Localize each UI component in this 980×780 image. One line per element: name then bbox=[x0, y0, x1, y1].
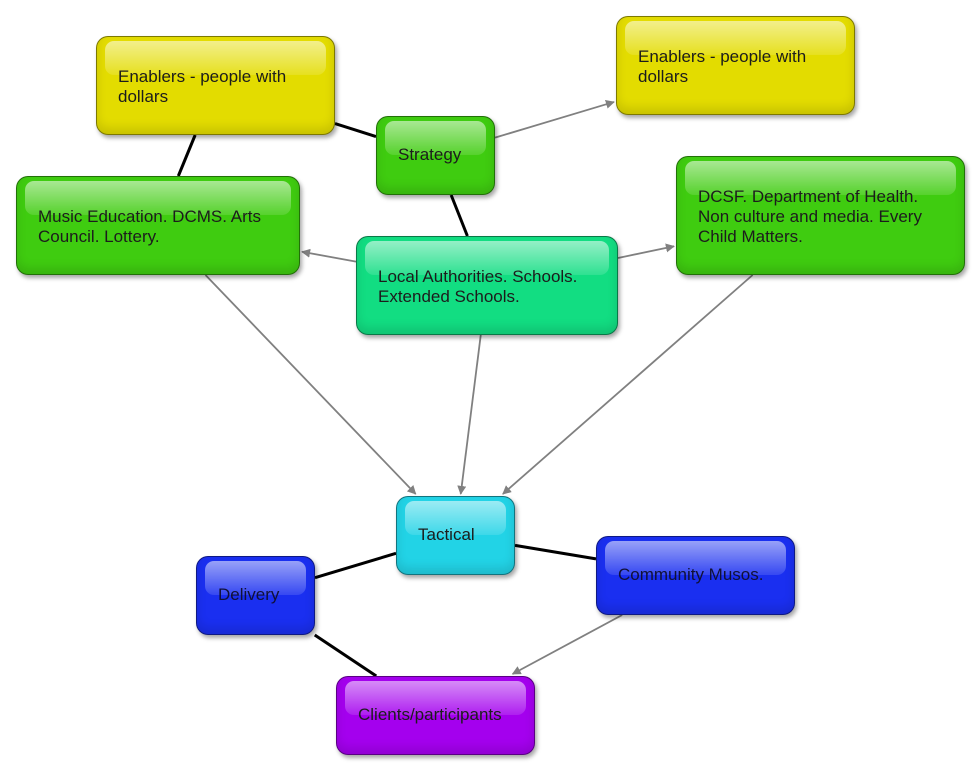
arrow-local_authorities-music_education bbox=[301, 248, 357, 263]
arrow-dcsf-tactical bbox=[502, 274, 754, 495]
node-community-musos[interactable]: Community Musos. bbox=[596, 536, 795, 615]
connector-delivery-clients bbox=[313, 633, 378, 678]
connector-tactical-community_musos bbox=[514, 543, 597, 561]
node-music-education[interactable]: Music Education. DCMS. Arts Council. Lot… bbox=[16, 176, 300, 275]
arrow-community_musos-clients bbox=[511, 614, 623, 675]
connector-strategy-local_authorities bbox=[449, 194, 469, 237]
node-label: Tactical bbox=[418, 525, 475, 544]
node-label: Strategy bbox=[398, 145, 462, 164]
node-local-authorities[interactable]: Local Authorities. Schools. Extended Sch… bbox=[356, 236, 618, 335]
node-tactical[interactable]: Tactical bbox=[396, 496, 515, 575]
connector-enablers_left-music_education bbox=[176, 134, 197, 177]
node-label: Clients/participants bbox=[358, 705, 502, 724]
node-label: Community Musos. bbox=[618, 565, 764, 584]
node-label: Music Education. DCMS. Arts Council. Lot… bbox=[38, 207, 261, 246]
arrow-strategy-enablers_right bbox=[494, 99, 615, 139]
node-label: Delivery bbox=[218, 585, 280, 604]
arrow-local_authorities-dcsf bbox=[617, 243, 675, 259]
node-label: Local Authorities. Schools. Extended Sch… bbox=[378, 267, 578, 306]
arrow-local_authorities-tactical bbox=[457, 334, 482, 495]
node-label: Enablers - people with dollars bbox=[118, 67, 287, 106]
node-label: Enablers - people with dollars bbox=[638, 47, 807, 86]
node-strategy[interactable]: Strategy bbox=[376, 116, 495, 195]
node-dcsf[interactable]: DCSF. Department of Health. Non culture … bbox=[676, 156, 965, 275]
node-enablers-right[interactable]: Enablers - people with dollars bbox=[616, 16, 855, 115]
node-label: DCSF. Department of Health. Non culture … bbox=[698, 187, 922, 246]
connector-strategy-enablers_left bbox=[334, 122, 377, 138]
node-delivery[interactable]: Delivery bbox=[196, 556, 315, 635]
node-clients-participants[interactable]: Clients/participants bbox=[336, 676, 535, 755]
node-enablers-left[interactable]: Enablers - people with dollars bbox=[96, 36, 335, 135]
arrow-music_education-tactical bbox=[204, 274, 417, 495]
connector-tactical-delivery bbox=[314, 551, 397, 580]
